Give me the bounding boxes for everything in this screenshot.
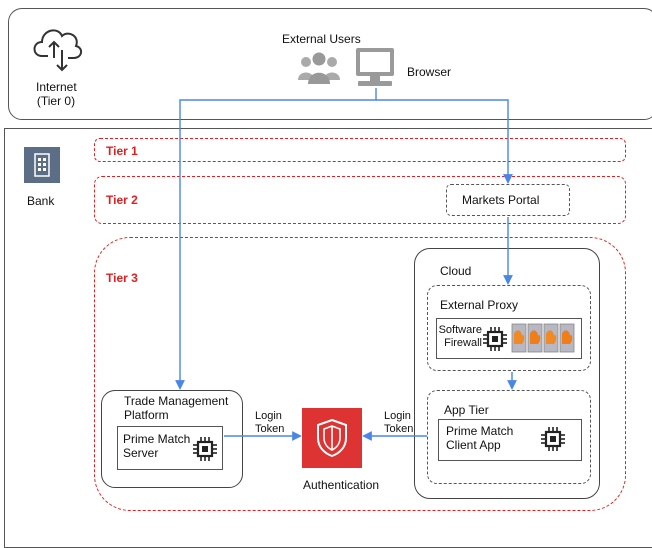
- authentication-label: Authentication: [303, 478, 380, 492]
- cloud-label: Cloud: [440, 264, 472, 278]
- desktop-monitor-icon: [356, 48, 394, 86]
- internet-label: Internet: [36, 80, 77, 94]
- software-firewall-box: [436, 318, 582, 359]
- external-proxy-box: [427, 285, 591, 371]
- client-app-label-1: Prime Match: [446, 424, 514, 438]
- software-firewall-label-2: Firewall: [444, 337, 482, 349]
- chip-icon: [483, 327, 507, 351]
- external-users-label: External Users: [282, 32, 361, 46]
- building-icon: [24, 147, 60, 183]
- external-proxy-title: External Proxy: [440, 298, 519, 312]
- bank-label: Bank: [27, 194, 55, 208]
- tier-1-zone: [94, 138, 626, 162]
- internet-tier-label: (Tier 0): [36, 94, 76, 108]
- login-token-right-1: Login: [384, 410, 411, 422]
- tier-3-label: Tier 3: [106, 271, 138, 285]
- cloud-upload-download-icon: [33, 29, 82, 72]
- tier-1-label: Tier 1: [106, 144, 138, 158]
- app-tier-title: App Tier: [444, 403, 489, 417]
- prime-match-server-box: [117, 426, 223, 470]
- app-tier-box: [427, 390, 591, 484]
- shield-icon: [302, 408, 362, 468]
- chip-icon: [193, 437, 217, 461]
- browser-label: Browser: [407, 65, 452, 79]
- software-firewall-label-1: Software: [438, 324, 482, 336]
- server-label-2: Server: [123, 446, 159, 460]
- tier-2-label: Tier 2: [106, 193, 138, 207]
- login-token-left-2: Token: [255, 423, 285, 435]
- chip-icon: [541, 427, 565, 451]
- server-label-1: Prime Match: [123, 432, 191, 446]
- cloud-container: [414, 248, 600, 499]
- markets-portal-box: [446, 184, 570, 216]
- client-app-box: [438, 419, 582, 461]
- user-group-icon: [298, 52, 340, 84]
- login-token-left-1: Login: [255, 410, 282, 422]
- firewall-icon: [511, 323, 575, 353]
- login-token-right-2: Token: [384, 423, 414, 435]
- client-app-label-2: Client App: [446, 438, 501, 452]
- markets-portal-label: Markets Portal: [462, 193, 540, 207]
- trade-management-title-2: Platform: [124, 408, 169, 422]
- trade-management-title-1: Trade Management: [124, 394, 229, 408]
- trade-management-box: [101, 390, 243, 488]
